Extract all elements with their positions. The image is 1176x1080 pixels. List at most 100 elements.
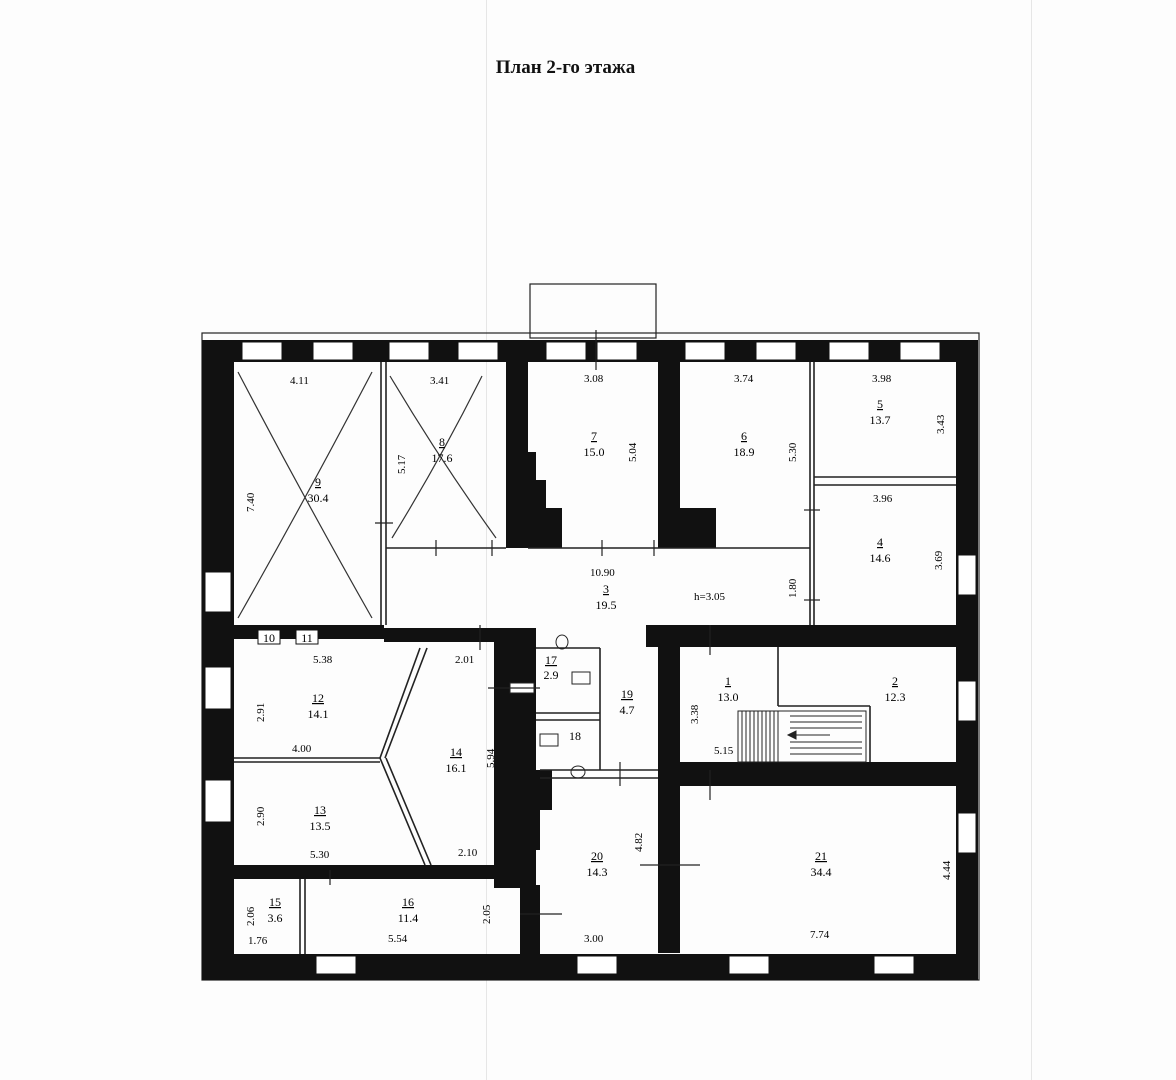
dimension-label: 3.00 — [584, 933, 604, 945]
svg-text:14.3: 14.3 — [587, 865, 608, 879]
dimension-label: 3.41 — [430, 375, 449, 387]
dimension-label: 2.05 — [481, 904, 493, 924]
dimension-label: 5.30 — [310, 849, 330, 861]
svg-text:4.7: 4.7 — [620, 703, 635, 717]
room-label: 12 14.1 — [308, 691, 329, 721]
dimension-label: 3.98 — [872, 373, 892, 385]
room-label: 618.9 — [734, 429, 755, 459]
windows-left — [204, 571, 232, 823]
ceiling-height-label: h=3.05 — [694, 591, 725, 603]
partitions — [234, 362, 956, 954]
svg-text:13.7: 13.7 — [870, 413, 891, 427]
svg-text:3.6: 3.6 — [268, 911, 283, 925]
room-label: 194.7 — [620, 687, 635, 717]
dimension-label: 4.11 — [290, 375, 309, 387]
dimension-label: 2.01 — [455, 654, 474, 666]
closets — [257, 629, 319, 645]
room-label: 715.0 — [584, 429, 605, 459]
room-label: 11 — [301, 631, 313, 645]
room-label: 20 14.3 — [587, 849, 608, 879]
svg-text:18: 18 — [569, 729, 581, 743]
svg-text:2: 2 — [892, 674, 898, 688]
svg-text:8: 8 — [439, 435, 445, 449]
svg-text:15.0: 15.0 — [584, 445, 605, 459]
room-cross-marks — [237, 371, 497, 619]
dimension-label: 7.74 — [810, 929, 830, 941]
dimension-label: 5.17 — [396, 454, 408, 474]
room-label: 18 — [569, 729, 581, 743]
dimension-label: 5.30 — [787, 442, 799, 462]
room-label: 13 13.5 — [310, 803, 331, 833]
room-label: 14 16.1 — [446, 745, 467, 775]
paper-fold-line — [486, 0, 487, 1080]
dimension-label: 3.74 — [734, 373, 754, 385]
dimension-label: 3.69 — [933, 550, 945, 570]
svg-text:14.1: 14.1 — [308, 707, 329, 721]
room-label: 513.7 — [870, 397, 891, 427]
svg-text:12.3: 12.3 — [885, 690, 906, 704]
svg-text:16.1: 16.1 — [446, 761, 467, 775]
dimension-label: 3.38 — [689, 704, 701, 724]
dimension-label: 5.54 — [388, 933, 408, 945]
svg-text:10: 10 — [263, 631, 275, 645]
room-label: 817.6 — [432, 435, 453, 465]
svg-text:13: 13 — [314, 803, 326, 817]
svg-text:11: 11 — [301, 631, 313, 645]
room-label: 21 34.4 — [811, 849, 832, 879]
room-labels: 113.0 212.3 319.5 414.6 513.7 618.9 715.… — [263, 397, 906, 925]
svg-text:20: 20 — [591, 849, 603, 863]
page-title: План 2-го этажа — [495, 57, 636, 78]
windows-bottom — [315, 955, 915, 975]
dimension-label: 4.00 — [292, 743, 312, 755]
paper-fold-line — [1031, 0, 1032, 1080]
svg-text:18.9: 18.9 — [734, 445, 755, 459]
room-label: 414.6 — [870, 535, 891, 565]
dimension-label: 4.44 — [941, 860, 953, 880]
svg-text:2.9: 2.9 — [544, 668, 559, 682]
svg-text:14: 14 — [450, 745, 462, 759]
svg-text:9: 9 — [315, 475, 321, 489]
dimension-label: 10.90 — [590, 567, 615, 579]
svg-text:5: 5 — [877, 397, 883, 411]
door-marks — [329, 330, 820, 915]
svg-text:7: 7 — [591, 429, 597, 443]
svg-text:16: 16 — [402, 895, 414, 909]
svg-text:1: 1 — [725, 674, 731, 688]
windows-right — [957, 554, 977, 854]
room-label: 113.0 — [718, 674, 739, 704]
dimension-label: 1.76 — [248, 935, 268, 947]
dimension-label: 7.40 — [245, 492, 257, 512]
svg-text:15: 15 — [269, 895, 281, 909]
svg-text:30.4: 30.4 — [308, 491, 329, 505]
dimension-label: 2.10 — [458, 847, 478, 859]
staircase — [737, 710, 867, 763]
dimension-label: 2.06 — [245, 906, 257, 926]
room-label: 16 11.4 — [398, 895, 419, 925]
dimension-label: 4.82 — [633, 833, 645, 852]
dimension-labels: 4.11 3.41 3.08 3.74 3.98 7.40 5.17 5.04 … — [245, 373, 953, 947]
balcony-outline — [529, 283, 657, 339]
dimension-label: 1.80 — [787, 578, 799, 598]
dimension-label: 5.15 — [714, 745, 734, 757]
windows-top — [241, 341, 941, 361]
dimension-label: 3.43 — [935, 414, 947, 434]
svg-text:34.4: 34.4 — [811, 865, 832, 879]
dimension-label: 2.91 — [255, 703, 267, 722]
room-label: 930.4 — [308, 475, 329, 505]
svg-text:13.0: 13.0 — [718, 690, 739, 704]
room-label: 212.3 — [885, 674, 906, 704]
dimension-label: 5.38 — [313, 654, 333, 666]
svg-text:11.4: 11.4 — [398, 911, 419, 925]
svg-text:13.5: 13.5 — [310, 819, 331, 833]
dimension-label: 2.90 — [255, 806, 267, 826]
room-label: 153.6 — [268, 895, 283, 925]
room-label: 10 — [263, 631, 275, 645]
svg-text:12: 12 — [312, 691, 324, 705]
room-label: 319.5 — [596, 582, 617, 612]
dimension-label: 3.08 — [584, 373, 604, 385]
svg-text:19: 19 — [621, 687, 633, 701]
svg-text:17.6: 17.6 — [432, 451, 453, 465]
svg-text:3: 3 — [603, 582, 609, 596]
svg-text:21: 21 — [815, 849, 827, 863]
